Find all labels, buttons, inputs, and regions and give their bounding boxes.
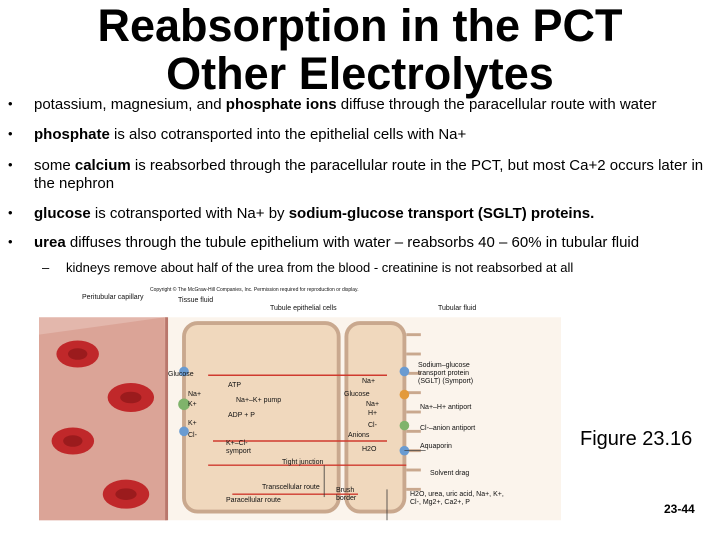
bullet-text: potassium, magnesium, and phosphate ions… — [34, 96, 720, 114]
label-k-left: K+ — [188, 401, 197, 408]
label-tight-junction: Tight junction — [282, 459, 324, 466]
bullet-dot-icon: • — [8, 96, 13, 111]
label-atp: ATP — [228, 382, 242, 389]
label-brush-border: Brush border — [336, 487, 357, 502]
bullet-dot-icon: • — [8, 126, 13, 141]
label-na-right: Na+ — [362, 378, 376, 385]
label-anions: Anions — [348, 432, 370, 439]
label-transcellular: Transcellular route — [262, 484, 320, 491]
bullet-text-part: and — [196, 96, 226, 113]
label-h-right: H+ — [368, 410, 378, 417]
label-adp: ADP + P — [228, 412, 255, 419]
bullet-text-part: is cotransported with Na+ by — [90, 205, 289, 222]
bullet-text: glucose is cotransported with Na+ by sod… — [34, 205, 720, 223]
bullet-text-part: phosphate — [34, 126, 110, 143]
label-na-left: Na+ — [188, 391, 202, 398]
label-paracellular: Paracellular route — [226, 497, 281, 504]
bullet-text-part: potassium, magnesium, — [34, 96, 197, 113]
bullet-text-part: is reabsorbed through the paracellular r… — [34, 157, 704, 192]
bullet-text-part: diffuses through the tubule epithelium w… — [65, 234, 640, 251]
bullet-dot-icon: • — [8, 234, 13, 249]
bullet-text: some calcium is reabsorbed through the p… — [34, 157, 720, 193]
figure-caption: Figure 23.16 — [580, 428, 693, 450]
bullet-text: urea diffuses through the tubule epithel… — [34, 234, 720, 252]
label-cl-right: Cl- — [368, 422, 377, 429]
bullet-dot-icon: • — [8, 157, 13, 172]
bullet-dot-icon: • — [8, 205, 13, 220]
pct-figure — [39, 317, 561, 521]
label-tissue-fluid: Tissue fluid — [178, 297, 214, 304]
label-tubular: Tubular fluid — [438, 305, 477, 312]
bullet-text-part: phosphate ions — [225, 96, 337, 113]
slide-title-line2: Other Electrolytes — [166, 48, 554, 99]
bullet-text-part: diffuse through the paracellular route w… — [336, 96, 657, 113]
label-sglt: Sodium–glucose transport protein (SGLT) … — [418, 362, 474, 385]
label-symport: K+–Cl- symport — [226, 440, 251, 455]
label-antiport1: Na+–H+ antiport — [420, 404, 472, 411]
bullet-text-part: sodium-glucose transport (SGLT) proteins… — [288, 205, 595, 222]
label-k-left2: K+ — [188, 420, 197, 427]
figure-copyright: Copyright © The McGraw-Hill Companies, I… — [150, 287, 359, 293]
label-aquaporin: Aquaporin — [420, 443, 452, 450]
label-glucose-left: Glucose — [168, 371, 194, 378]
label-na-right2: Na+ — [366, 401, 380, 408]
label-solvent-drag: Solvent drag — [430, 470, 470, 477]
label-pump: Na+–K+ pump — [236, 397, 282, 404]
label-antiport2: Cl-–anion antiport — [420, 425, 476, 432]
slide-title-line1: Reabsorption in the PCT — [97, 0, 623, 51]
label-peritubular: Peritubular capillary — [82, 294, 144, 301]
bullet-text-part: is also cotransported into the epithelia… — [109, 126, 467, 143]
label-solutes: H2O, urea, uric acid, Na+, K+, Cl-, Mg2+… — [410, 491, 504, 506]
label-glucose-right: Glucose — [344, 391, 370, 398]
bullet-text-part: some — [34, 157, 75, 174]
sub-bullet-text: kidneys remove about half of the urea fr… — [66, 260, 574, 275]
bullet-text-part: glucose — [34, 205, 91, 222]
bullet-text-part: urea — [34, 234, 66, 251]
label-h2o: H2O — [362, 446, 377, 453]
label-cl-left: Cl- — [188, 432, 197, 439]
dash-icon: – — [42, 260, 50, 275]
bullet-text: phosphate is also cotransported into the… — [34, 126, 720, 144]
bullet-text-part: calcium — [74, 157, 131, 174]
label-epithelial: Tubule epithelial cells — [270, 305, 337, 312]
page-number: 23-44 — [664, 502, 695, 516]
